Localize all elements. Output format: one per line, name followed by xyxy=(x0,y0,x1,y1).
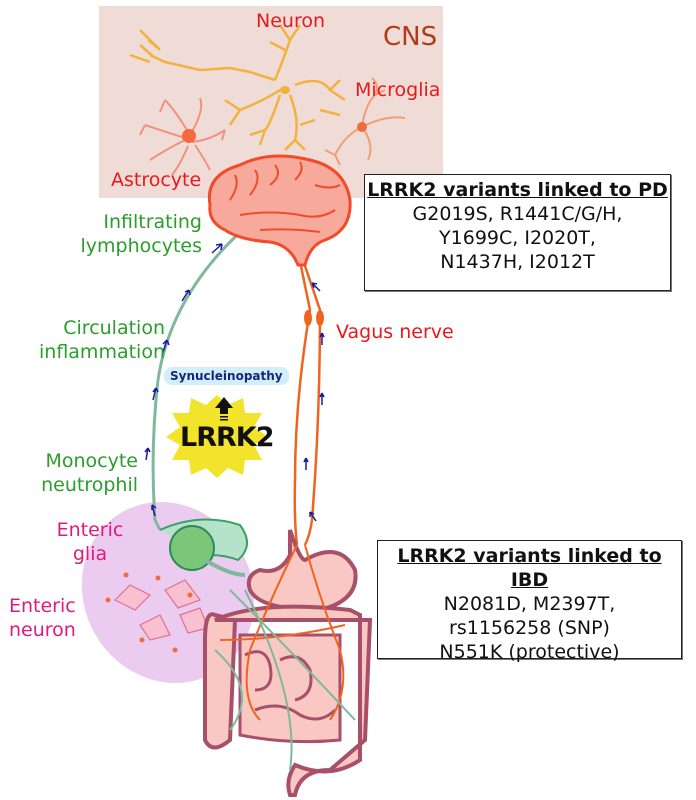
label-line: lymphocytes xyxy=(80,235,203,257)
label-line: neuron xyxy=(9,619,76,641)
enteric-glia-cells xyxy=(105,572,193,653)
circulation-inflammation-label: Circulation inflammation xyxy=(20,316,165,364)
label-line: Enteric xyxy=(9,595,76,617)
microglia-cell xyxy=(324,77,406,166)
ibd-variant-line: N551K (protective) xyxy=(439,641,620,663)
pd-variants-title: LRRK2 variants linked to PD xyxy=(367,179,668,201)
label-line: glia xyxy=(72,543,108,565)
ibd-variant-line: N2081D, M2397T, xyxy=(443,593,616,615)
brain xyxy=(207,154,352,267)
vagus-ganglion xyxy=(304,310,312,326)
infiltrating-lymphocytes-label: Infiltrating lymphocytes xyxy=(60,210,203,258)
enteric-neurons xyxy=(113,579,209,641)
neuron-label: Neuron xyxy=(256,10,326,32)
label-line: Enteric xyxy=(56,519,124,541)
up-arrow-icon xyxy=(215,397,233,421)
neuron-cell xyxy=(129,24,346,151)
lrrk2-burst xyxy=(166,395,268,478)
microglia-nucleus xyxy=(357,122,367,132)
enteric-organ xyxy=(159,518,248,577)
lrrk2-label: LRRK2 xyxy=(180,422,274,453)
label-line: neutrophil xyxy=(41,474,138,496)
digestive-tract xyxy=(203,529,373,797)
pd-variant-line: G2019S, R1441C/G/H, xyxy=(412,203,623,225)
enteric-glia-label: Enteric glia xyxy=(50,518,130,566)
enteric-neuron-label: Enteric neuron xyxy=(9,594,76,642)
astrocyte-label: Astrocyte xyxy=(111,169,202,191)
vagus-nerve xyxy=(293,265,322,546)
immune-pathway-line xyxy=(151,234,238,531)
ibd-variant-line: rs1156258 (SNP) xyxy=(449,617,610,639)
label-line: Infiltrating xyxy=(103,211,202,233)
astrocyte-nucleus xyxy=(182,129,196,143)
vagus-nerve-label: Vagus nerve xyxy=(336,321,454,343)
label-line: inflammation xyxy=(39,341,165,363)
monocyte-neutrophil-label: Monocyte neutrophil xyxy=(20,449,138,497)
microglia-label: Microglia xyxy=(355,79,441,101)
label-line: Monocyte xyxy=(45,450,138,472)
ibd-variants-title: LRRK2 variants linked to IBD xyxy=(397,545,662,591)
neuron-nucleus xyxy=(280,86,290,94)
ibd-variants-box: LRRK2 variants linked to IBD N2081D, M23… xyxy=(377,540,682,663)
pd-variant-line: N1437H, I2012T xyxy=(440,251,595,273)
cns-title: CNS xyxy=(383,22,438,52)
flow-arrows xyxy=(144,243,325,522)
label-line: Circulation xyxy=(63,317,165,339)
synucleinopathy-badge: Synucleinopathy xyxy=(164,367,289,385)
pd-variants-box: LRRK2 variants linked to PD G2019S, R144… xyxy=(364,174,671,291)
vagus-ganglion xyxy=(316,310,324,326)
pd-variant-line: Y1699C, I2020T, xyxy=(439,227,596,249)
